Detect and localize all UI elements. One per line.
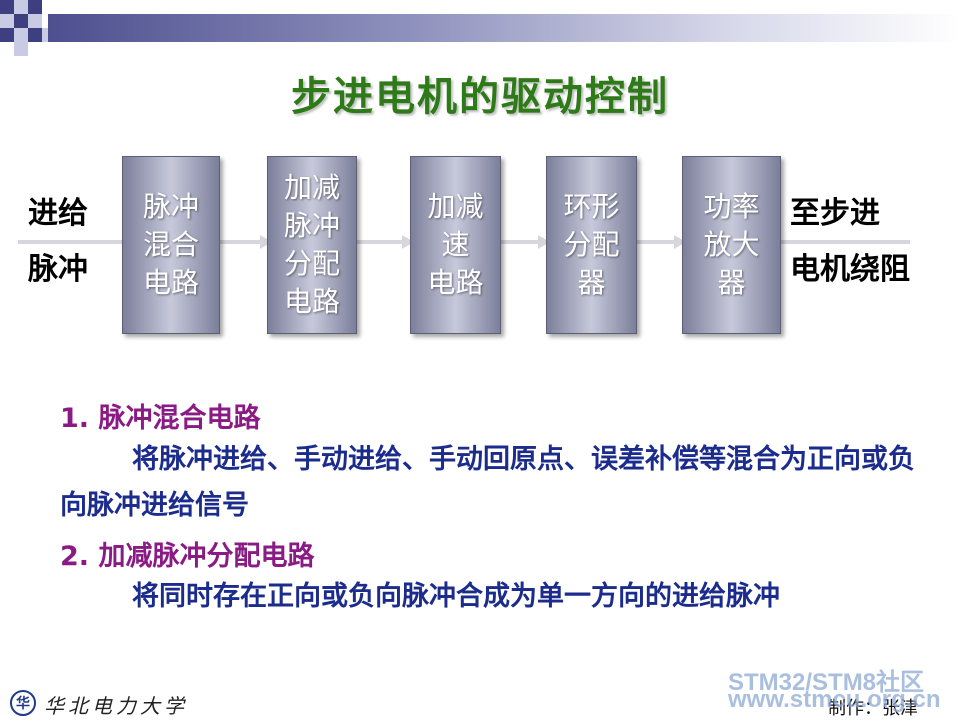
block-label: 加减 速 电路 [427, 190, 484, 299]
block-label: 脉冲 混合 电路 [142, 190, 199, 299]
flow-arrow-4 [636, 240, 678, 244]
section-heading-1: 1. 脉冲混合电路 [60, 403, 261, 434]
input-label: 进给 脉冲 [28, 196, 88, 287]
watermark-line-2: www.stmcu.org.cn [728, 686, 941, 713]
university-logo-icon: 华 [10, 690, 36, 716]
flow-arrow-3 [500, 240, 542, 244]
block-accel-decel: 加减 速 电路 [410, 156, 501, 334]
block-add-sub-pulse-distribution: 加减 脉冲 分配 电路 [267, 156, 357, 334]
block-pulse-mixing: 脉冲 混合 电路 [122, 156, 220, 334]
output-label: 至步进 电机绕阻 [790, 196, 910, 287]
flow-arrow-1 [219, 240, 263, 244]
section-heading-2: 2. 加减脉冲分配电路 [60, 541, 315, 572]
section-text-2: 将同时存在正向或负向脉冲合成为单一方向的进给脉冲 [132, 581, 780, 612]
block-ring-distributor: 环形 分配 器 [546, 156, 637, 334]
watermark-line-1: STM32/STM8社区 [728, 669, 925, 696]
block-label: 加减 脉冲 分配 电路 [283, 171, 340, 318]
section-text-1: 将脉冲进给、手动进给、手动回原点、误差补偿等混合为正向或负向脉冲进给信号 [60, 444, 915, 521]
author-credit: 制作：张津 [828, 698, 918, 719]
block-label: 功率 放大 器 [703, 190, 760, 299]
flow-arrow-2 [356, 240, 406, 244]
slide-title: 步进电机的驱动控制 [291, 74, 669, 120]
university-name: 华北电力大学 [44, 694, 188, 718]
flow-arrow-input [18, 240, 122, 244]
block-label: 环形 分配 器 [563, 190, 620, 299]
block-power-amplifier: 功率 放大 器 [682, 156, 781, 334]
header-gradient-bar [48, 14, 960, 42]
flow-arrow-output [780, 240, 910, 244]
